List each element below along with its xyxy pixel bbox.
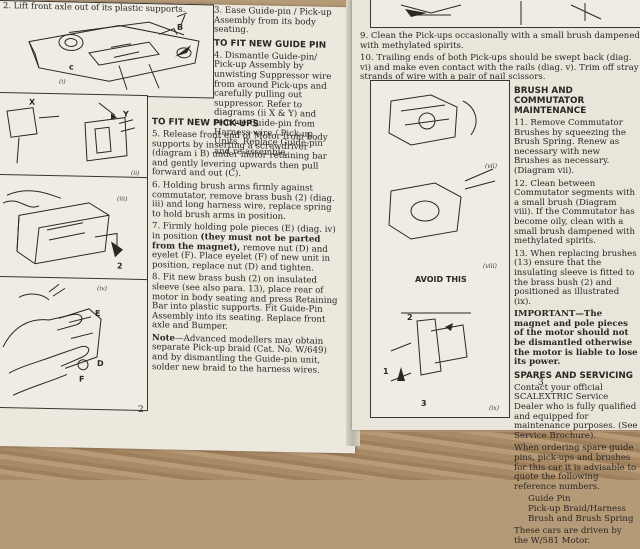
motor-brush-illustration: [2, 190, 123, 265]
parts-list: Guide Pin Pick-up Braid/Harness Brush an…: [514, 495, 638, 524]
diagram-v-vi: [370, 0, 640, 28]
guide-pin-illustration: [6, 102, 136, 164]
heading-brush-commutator: BRUSH AND COMMUTATOR MAINTENANCE: [514, 86, 587, 116]
diag-label-f: F: [79, 374, 85, 384]
car-chassis-illustration: [28, 12, 200, 90]
right-top-text: 9. Clean the Pick-ups occasionally with …: [360, 31, 640, 86]
diagram-vii-caption: (vii): [485, 163, 497, 170]
driven-text: These cars are driven by the W/581 Motor…: [514, 526, 622, 546]
step-7: 7. Firmly holding pole pieces (E) (diag.…: [152, 222, 338, 275]
diagram-viii-caption: (viii): [483, 263, 497, 270]
part-item: Pick-up Braid/Harness: [528, 503, 626, 514]
part-item: Guide Pin: [528, 494, 571, 505]
step-6: 6. Holding brush arms firmly against com…: [152, 180, 335, 222]
step-13: 13. When replacing brushes (13) ensure t…: [514, 248, 637, 307]
step-11: 11. Remove Commutator Brushes by squeezi…: [514, 118, 626, 176]
diagram-iv: E D F (iv): [0, 275, 148, 412]
diag-label-y: Y: [123, 109, 129, 119]
diagram-ix-caption: (ix): [489, 405, 499, 412]
step-3: 3. Ease Guide-pin / Pick-up Assembly fro…: [214, 5, 332, 36]
left-page: 2. Lift front axle out of its plastic su…: [0, 0, 355, 454]
step-10: 10. Trailing ends of both Pick-ups shoul…: [360, 53, 639, 83]
diagram-iii: 2 (iii): [0, 173, 148, 282]
diag-label-c: c: [69, 62, 74, 72]
spares-text: Contact your official SCALEXTRIC Service…: [514, 382, 638, 441]
diag-number-1: 1: [383, 367, 389, 376]
important-text: —The magnet and pole pieces of the motor…: [514, 309, 638, 368]
diag-label-d: D: [97, 359, 104, 369]
step-5: 5. Release front end of Motor from body …: [152, 129, 328, 180]
diagram-iii-caption: (iii): [117, 195, 128, 203]
order-text: When ordering spare guide pins, pick-ups…: [514, 443, 637, 492]
diagram-iv-caption: (iv): [97, 285, 107, 293]
page-number-right: 3: [538, 378, 544, 388]
right-page: 9. Clean the Pick-ups occasionally with …: [352, 0, 640, 546]
pickup-braid-illustration: [400, 1, 602, 25]
diag-label-b: B: [177, 22, 184, 32]
diag-label-2: 2: [117, 261, 123, 271]
heading-fit-new-guide-pin: TO FIT NEW GUIDE PIN: [214, 38, 327, 51]
diag-number-3: 3: [421, 399, 427, 408]
diagram-i-caption: (i): [59, 78, 66, 86]
note: Note—Advanced modellers may obtain separ…: [152, 333, 338, 376]
avoid-this-label: AVOID THIS: [415, 275, 467, 284]
step-8: 8. Fit new brass bush (2) on insulated s…: [152, 272, 338, 333]
diagram-i: 2. Lift front axle out of its plastic su…: [0, 0, 214, 99]
brush-commutator-illustrations: [388, 94, 496, 382]
important-label: IMPORTANT: [514, 309, 576, 320]
part-item: Brush and Brush Spring: [528, 513, 634, 524]
step-9: 9. Clean the Pick-ups occasionally with …: [360, 31, 640, 51]
page-number-left: 2: [138, 404, 144, 416]
important: IMPORTANT—The magnet and pole pieces of …: [514, 309, 638, 368]
note-text: —Advanced modellers may obtain separate …: [152, 333, 327, 376]
right-text-column: BRUSH AND COMMUTATOR MAINTENANCE 11. Rem…: [514, 84, 638, 549]
diag-label-e: E: [95, 308, 101, 319]
left-text-column-lower: TO FIT NEW PICK-UPS 5. Release front end…: [152, 115, 338, 379]
hand-holding-pole-pieces-illustration: [2, 283, 102, 396]
diag-label-x: X: [29, 97, 36, 107]
diagram-ii: X Y (ii): [0, 91, 148, 180]
heading-spares-servicing: SPARES AND SERVICING: [514, 370, 634, 381]
step-12: 12. Clean between Commutator segments wi…: [514, 178, 636, 247]
diag-number-2: 2: [407, 313, 413, 322]
diagram-vii-viii-ix: (vii) (viii) AVOID THIS 2 1 3 (ix): [370, 80, 510, 418]
